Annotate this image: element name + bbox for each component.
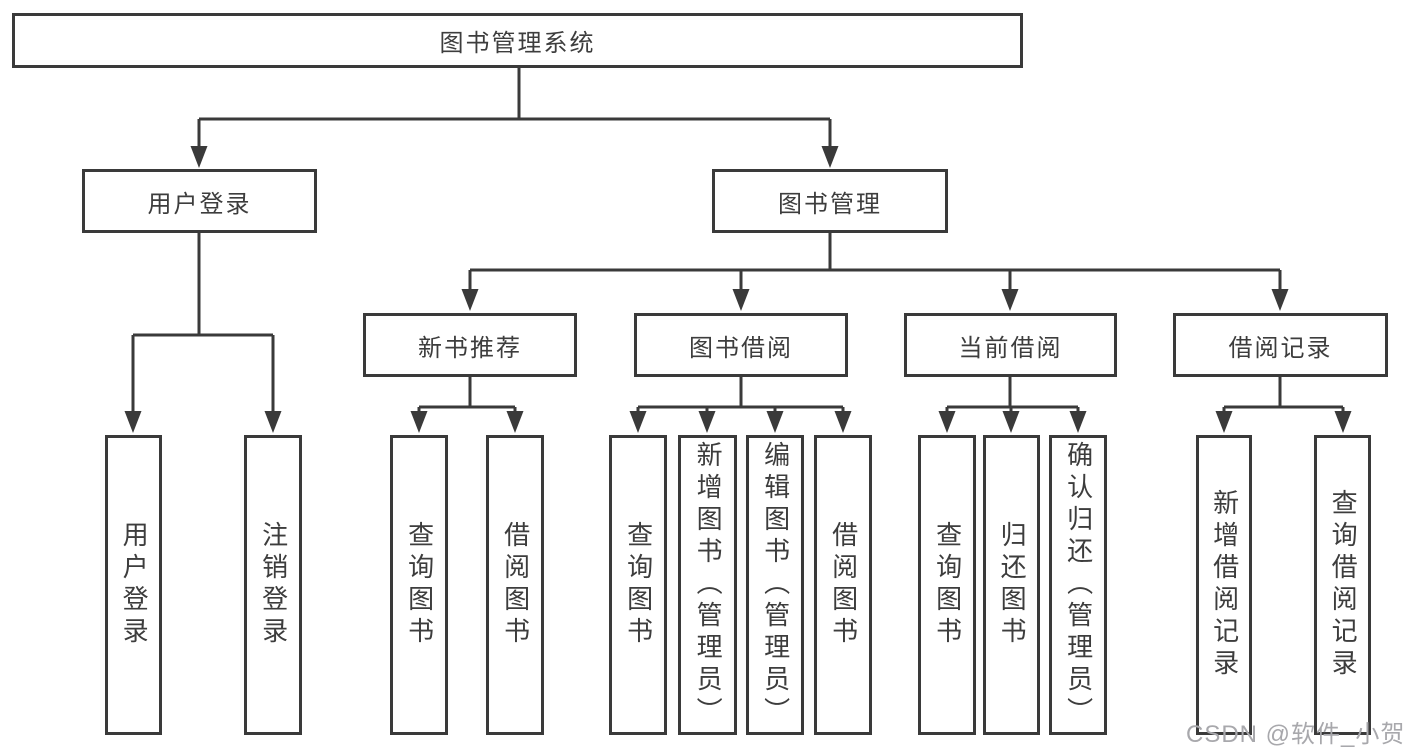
arrowhead-icon [821, 146, 839, 168]
leaf-bb-query-books-label: 查询图书 [623, 521, 654, 649]
leaf-user-login: 用户登录 [105, 435, 162, 735]
arrowhead-icon [698, 411, 716, 433]
node-library-system: 图书管理系统 [12, 13, 1023, 68]
leaf-nb-borrow-books: 借阅图书 [486, 435, 544, 735]
node-borrowing-records: 借阅记录 [1173, 313, 1388, 377]
arrowhead-icon [1271, 289, 1289, 311]
csdn-watermark: CSDN @软件_小贺同学 [1186, 721, 1405, 747]
leaf-bb-add-book-admin-label: 新增图书（管理员） [693, 441, 724, 729]
leaf-nb-borrow-books-label: 借阅图书 [500, 521, 531, 649]
leaf-cb-return-books-label: 归还图书 [997, 521, 1028, 649]
leaf-br-add-record: 新增借阅记录 [1196, 435, 1252, 735]
arrowhead-icon [732, 289, 750, 311]
leaf-bb-edit-book-admin: 编辑图书（管理员） [746, 435, 804, 735]
leaf-logout: 注销登录 [244, 435, 302, 735]
leaf-cb-confirm-return-admin: 确认归还（管理员） [1049, 435, 1107, 735]
arrowhead-icon [124, 411, 142, 433]
leaf-bb-borrow-books: 借阅图书 [814, 435, 872, 735]
arrowhead-icon [766, 411, 784, 433]
node-book-borrowing-label: 图书借阅 [689, 334, 793, 362]
node-book-management-label: 图书管理 [778, 190, 882, 218]
arrowhead-icon [1069, 411, 1087, 433]
arrowhead-icon [190, 146, 208, 168]
arrowhead-icon [629, 411, 647, 433]
arrowhead-icon [410, 411, 428, 433]
arrowhead-icon [1334, 411, 1352, 433]
arrowhead-icon [1215, 411, 1233, 433]
leaf-user-login-label: 用户登录 [119, 521, 150, 649]
leaf-nb-query-books: 查询图书 [390, 435, 448, 735]
node-user-login: 用户登录 [82, 169, 317, 233]
leaf-cb-query-books-label: 查询图书 [932, 521, 963, 649]
leaf-nb-query-books-label: 查询图书 [404, 521, 435, 649]
node-book-management: 图书管理 [712, 169, 948, 233]
node-new-book-recommendation-label: 新书推荐 [418, 334, 522, 362]
node-borrowing-records-label: 借阅记录 [1228, 334, 1333, 362]
node-library-system-label: 图书管理系统 [439, 30, 596, 57]
arrowhead-icon [506, 411, 524, 433]
arrowhead-icon [461, 289, 479, 311]
node-new-book-recommendation: 新书推荐 [363, 313, 577, 377]
leaf-br-query-record-label: 查询借阅记录 [1328, 489, 1359, 681]
leaf-bb-add-book-admin: 新增图书（管理员） [678, 435, 737, 735]
arrowhead-icon [1002, 411, 1020, 433]
arrowhead-icon [938, 411, 956, 433]
leaf-logout-label: 注销登录 [258, 521, 289, 649]
leaf-cb-query-books: 查询图书 [918, 435, 976, 735]
arrowhead-icon [834, 411, 852, 433]
leaf-bb-query-books: 查询图书 [609, 435, 667, 735]
leaf-bb-borrow-books-label: 借阅图书 [828, 521, 859, 649]
node-book-borrowing: 图书借阅 [634, 313, 848, 377]
node-user-login-label: 用户登录 [147, 190, 252, 218]
node-current-borrowing-label: 当前借阅 [958, 334, 1063, 362]
arrowhead-group [124, 146, 1352, 433]
arrowhead-icon [264, 411, 282, 433]
arrowhead-icon [1001, 289, 1019, 311]
leaf-br-query-record: 查询借阅记录 [1314, 435, 1371, 735]
leaf-cb-confirm-return-admin-label: 确认归还（管理员） [1063, 441, 1094, 729]
leaf-cb-return-books: 归还图书 [983, 435, 1040, 735]
leaf-br-add-record-label: 新增借阅记录 [1209, 489, 1240, 681]
leaf-bb-edit-book-admin-label: 编辑图书（管理员） [760, 441, 791, 729]
node-current-borrowing: 当前借阅 [904, 313, 1117, 377]
